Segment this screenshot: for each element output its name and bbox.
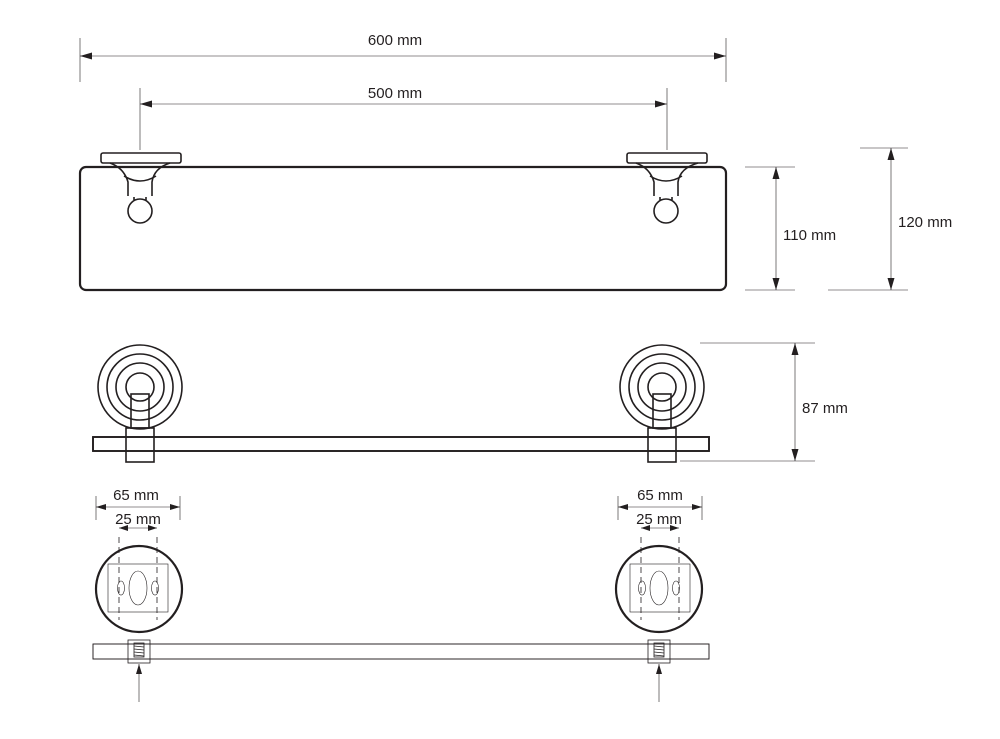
right-rosette-diameter-label: 65 mm <box>637 487 683 504</box>
total-width-label: 600 mm <box>368 32 422 49</box>
total-height-label: 120 mm <box>898 214 952 231</box>
right-rosette-top <box>619 344 705 463</box>
dimension-bracket-spacing: 500 mm <box>139 85 668 150</box>
dimension-total-height: 120 mm <box>828 147 952 291</box>
left-hole-spacing-label: 25 mm <box>115 511 161 528</box>
left-rosette-top <box>92 344 710 463</box>
glass-panel <box>78 165 728 292</box>
dimension-total-width: 600 mm <box>79 32 727 82</box>
glass-top-edge <box>92 436 710 452</box>
left-bracket-front <box>100 152 182 224</box>
right-mount-dimensions: 65 mm 25 mm <box>617 487 703 531</box>
right-bracket-front <box>626 152 708 224</box>
dimension-depth: 87 mm <box>680 342 848 462</box>
front-view <box>78 152 728 292</box>
bracket-spacing-label: 500 mm <box>368 85 422 102</box>
left-rosette-diameter-label: 65 mm <box>113 487 159 504</box>
right-hole-spacing-label: 25 mm <box>636 511 682 528</box>
depth-label: 87 mm <box>802 400 848 417</box>
left-mount-dimensions: 65 mm 25 mm <box>95 487 181 531</box>
bottom-glass-edge <box>92 639 710 664</box>
top-view <box>92 344 710 463</box>
left-set-screw <box>133 642 145 702</box>
right-set-screw <box>653 642 665 702</box>
right-mount-plate <box>614 537 704 634</box>
left-mount-plate <box>94 537 184 634</box>
dimension-glass-height: 110 mm <box>745 166 836 291</box>
glass-height-label: 110 mm <box>783 227 836 244</box>
